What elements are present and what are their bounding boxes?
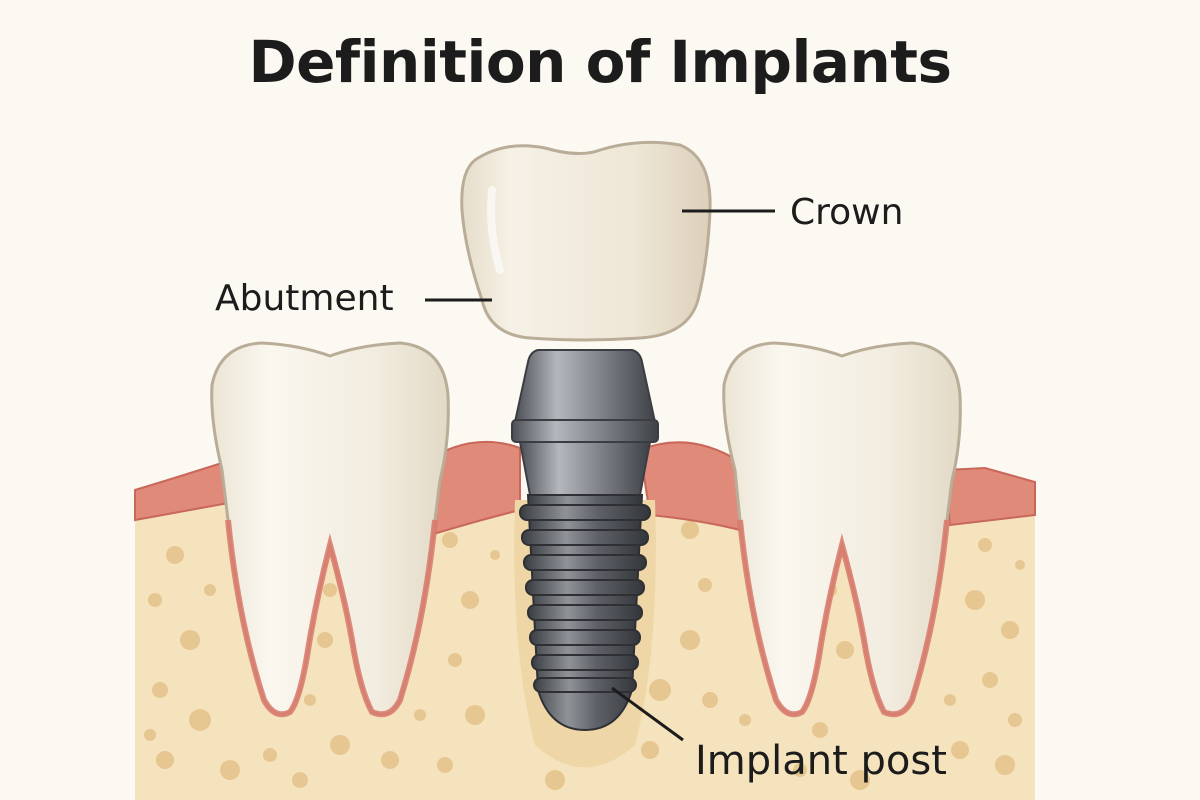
abutment [511, 349, 659, 496]
gum-tissue [134, 440, 1036, 537]
abutment-label: Abutment [215, 278, 394, 319]
implant-post [519, 494, 651, 732]
crown [460, 140, 712, 342]
diagram-title: Definition of Implants [248, 28, 952, 96]
implant-post-leader-line [611, 686, 684, 742]
right-natural-tooth [722, 341, 962, 718]
left-natural-tooth [210, 341, 450, 718]
crown-label: Crown [790, 192, 904, 233]
implant-post-label: Implant post [695, 738, 947, 784]
